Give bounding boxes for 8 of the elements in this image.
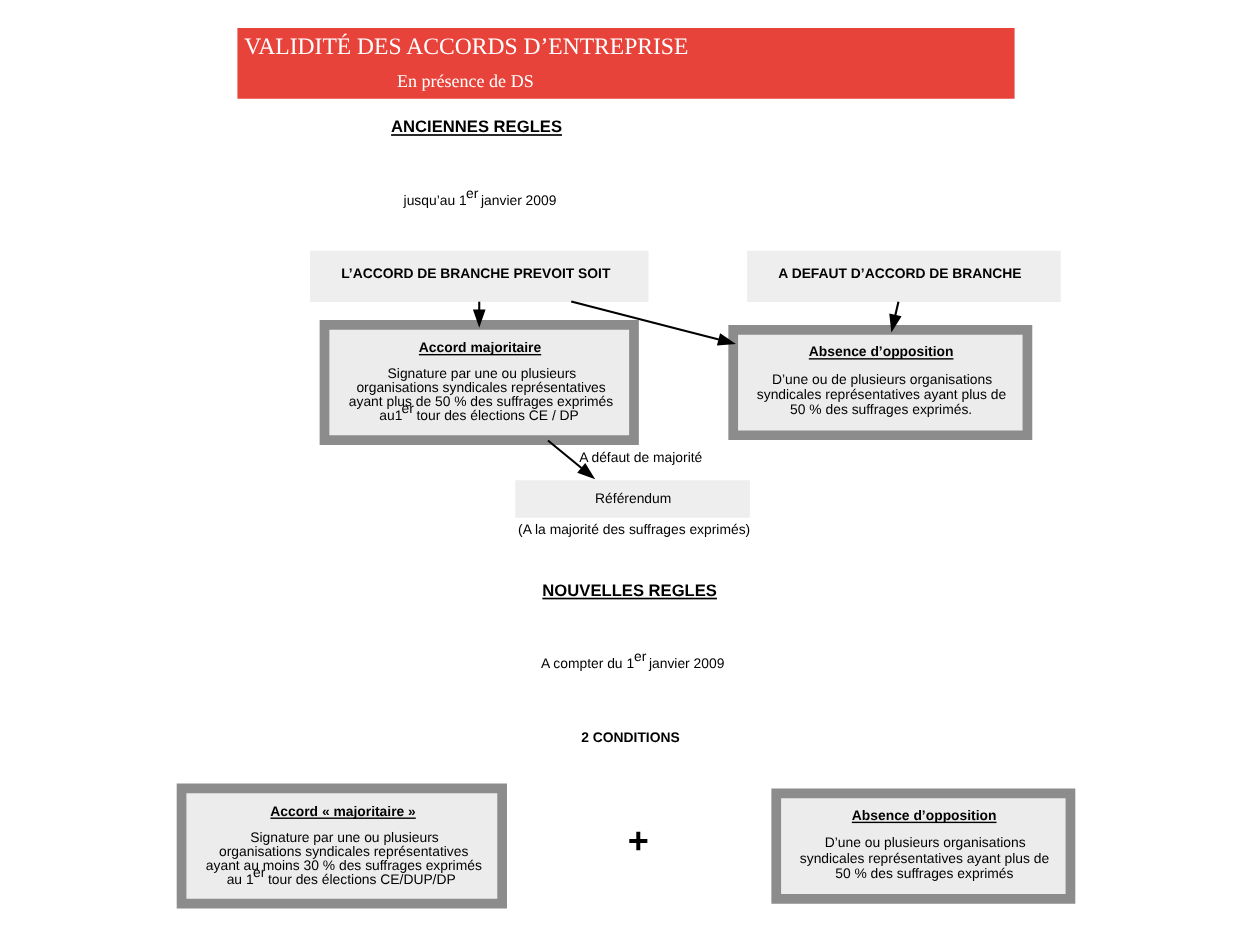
arrow (888, 301, 901, 333)
label: En présence de DS (396, 71, 533, 92)
label: ANCIENNES REGLES (390, 116, 562, 137)
diagram-title: VALIDITÉ DES ACCORDS D’ENTREPRISE (243, 32, 688, 61)
label: + (626, 821, 648, 862)
label: NOUVELLES REGLES (541, 579, 716, 600)
arrow (546, 439, 595, 480)
arrow (570, 300, 735, 346)
